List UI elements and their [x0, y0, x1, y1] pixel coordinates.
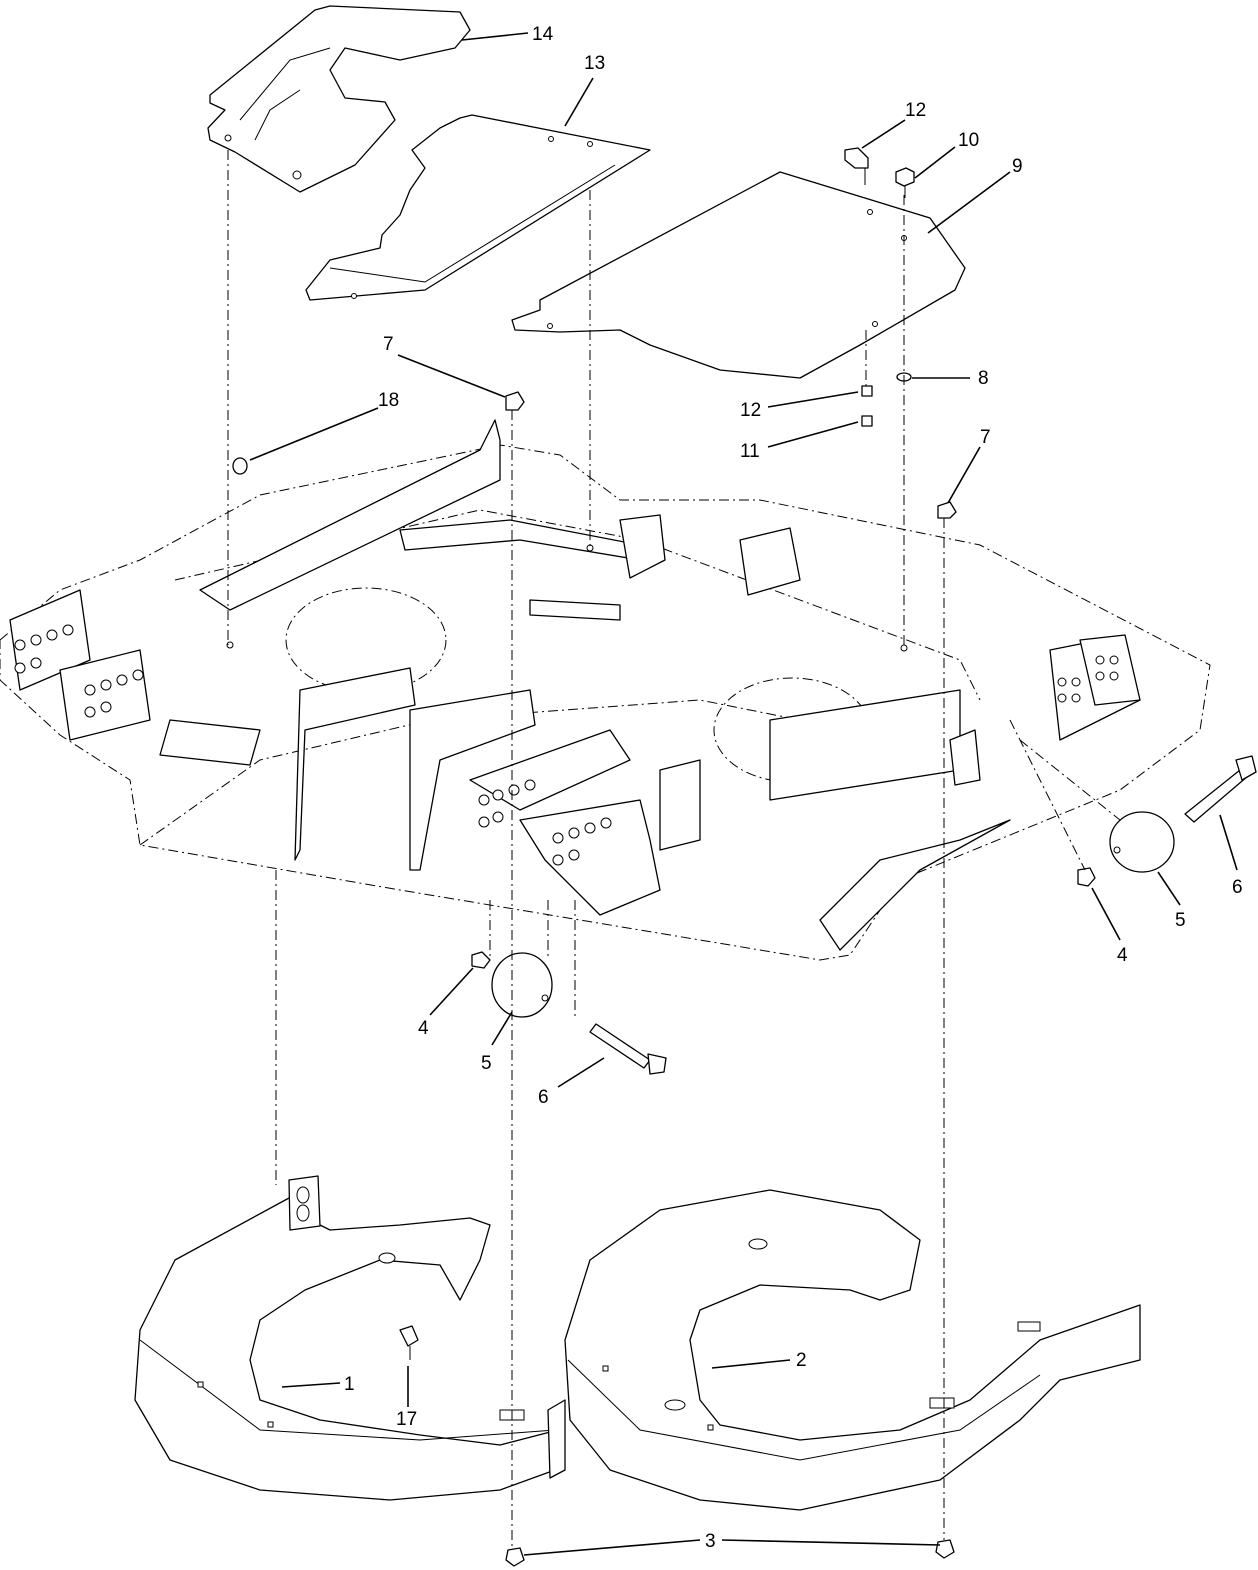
roller-assembly-right — [1077, 755, 1257, 887]
callout-6-left: 6 — [538, 1087, 549, 1108]
callout-4-left: 4 — [418, 1018, 429, 1039]
callout-11: 11 — [740, 441, 760, 462]
hardware-top-right — [844, 147, 915, 427]
part-1-left-baffle — [134, 1175, 566, 1501]
callout-1: 1 — [344, 1374, 355, 1395]
callout-labels: 14 13 12 10 9 7 18 12 8 11 7 6 5 4 4 5 6… — [344, 24, 1243, 1552]
callout-5-right: 5 — [1175, 910, 1186, 931]
callout-14: 14 — [532, 24, 554, 45]
mower-deck — [0, 419, 1211, 961]
callout-7-right: 7 — [980, 427, 991, 448]
callout-3: 3 — [705, 1531, 716, 1552]
part-13-plate — [305, 114, 651, 301]
callout-13: 13 — [584, 53, 605, 74]
callout-12-lower: 12 — [740, 400, 761, 421]
callout-4-right: 4 — [1117, 945, 1128, 966]
part-2-right-baffle — [564, 1189, 1141, 1511]
callout-7-left: 7 — [383, 334, 394, 355]
part-9-cover-plate — [511, 171, 966, 379]
callout-6-right: 6 — [1232, 877, 1243, 898]
roller-assembly-left — [471, 951, 667, 1075]
part-14-shield — [207, 5, 471, 193]
callout-12-top: 12 — [905, 100, 926, 121]
callout-10: 10 — [958, 130, 979, 151]
callout-8: 8 — [978, 368, 989, 389]
callout-9: 9 — [1012, 156, 1023, 177]
deck-holes — [14, 544, 1119, 866]
callout-5-left: 5 — [481, 1053, 492, 1074]
leader-lines — [249, 32, 1238, 1556]
callout-2: 2 — [796, 1350, 807, 1371]
hardware-misc — [232, 391, 957, 1567]
callout-18: 18 — [378, 390, 399, 411]
callout-17: 17 — [396, 1409, 417, 1430]
alignment-lines — [227, 150, 1121, 1550]
